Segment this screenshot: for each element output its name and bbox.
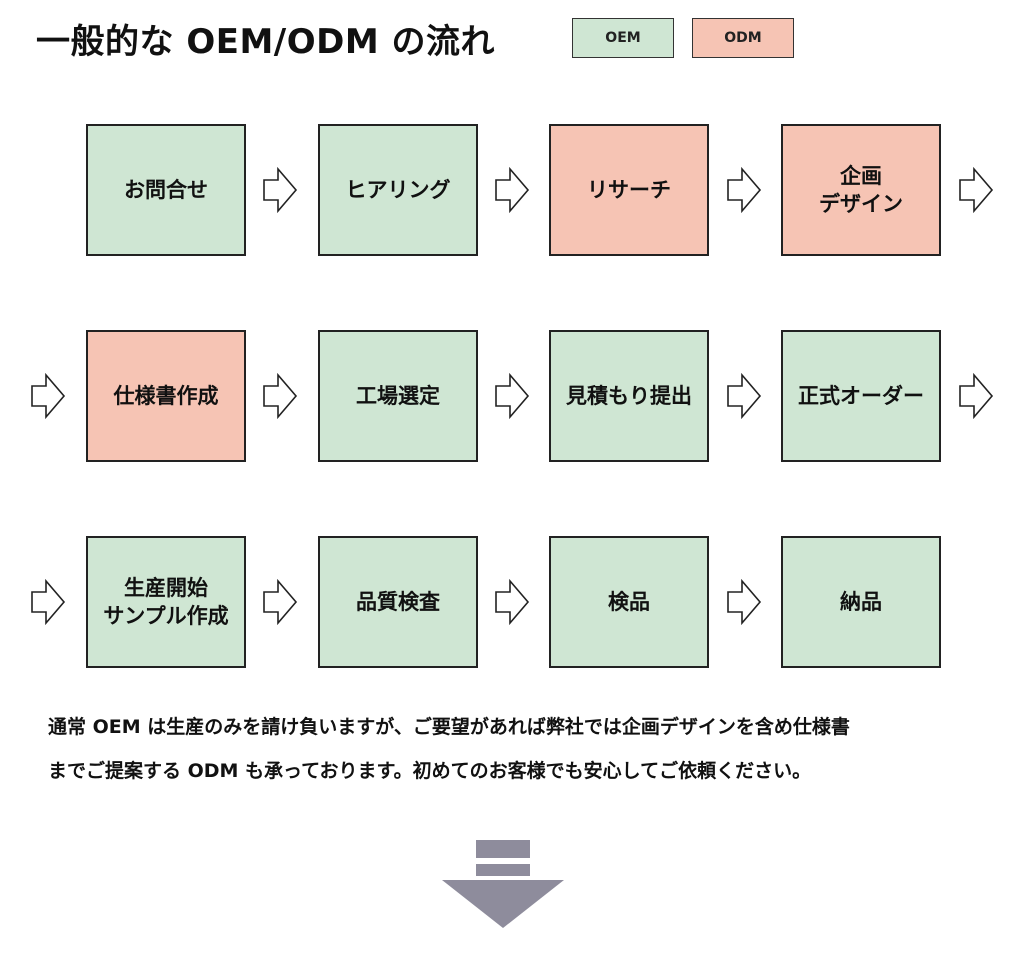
flow-step-box: 品質検査 [318, 536, 478, 668]
outline-right-arrow-icon [959, 373, 994, 419]
outline-right-arrow-icon [495, 579, 530, 625]
legend-oem: OEM [572, 18, 674, 58]
outline-right-arrow-icon [727, 167, 762, 213]
legend-odm: ODM [692, 18, 794, 58]
flow-step-box: 正式オーダー [781, 330, 941, 462]
flow-step-box: 企画 デザイン [781, 124, 941, 256]
outline-right-arrow-icon [727, 579, 762, 625]
description-line-2: までご提案する ODM も承っております。初めてのお客様でも安心してご依頼くださ… [48, 760, 812, 782]
outline-right-arrow-icon [495, 167, 530, 213]
flow-step-box: ヒアリング [318, 124, 478, 256]
down-arrow-icon [442, 840, 564, 928]
outline-right-arrow-icon [31, 579, 66, 625]
flow-step-box: リサーチ [549, 124, 709, 256]
flow-step-box: 生産開始 サンプル作成 [86, 536, 246, 668]
flow-step-box: 仕様書作成 [86, 330, 246, 462]
outline-right-arrow-icon [263, 373, 298, 419]
outline-right-arrow-icon [727, 373, 762, 419]
flow-step-box: 納品 [781, 536, 941, 668]
flow-step-box: 工場選定 [318, 330, 478, 462]
outline-right-arrow-icon [495, 373, 530, 419]
description-line-1: 通常 OEM は生産のみを請け負いますが、ご要望があれば弊社では企画デザインを含… [48, 716, 850, 738]
outline-right-arrow-icon [263, 579, 298, 625]
outline-right-arrow-icon [263, 167, 298, 213]
flow-step-box: 見積もり提出 [549, 330, 709, 462]
flow-step-box: 検品 [549, 536, 709, 668]
outline-right-arrow-icon [31, 373, 66, 419]
flow-step-box: お問合せ [86, 124, 246, 256]
page-title: 一般的な OEM/ODM の流れ [36, 22, 496, 62]
outline-right-arrow-icon [959, 167, 994, 213]
